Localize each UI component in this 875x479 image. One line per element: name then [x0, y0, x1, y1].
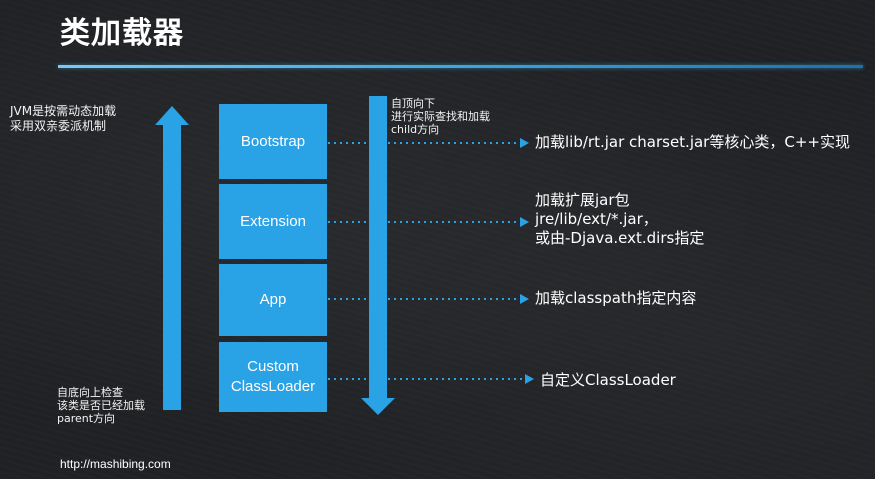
description-line: 加载lib/rt.jar charset.jar等核心类，C++实现 [535, 133, 850, 151]
note-line: child方向 [391, 123, 440, 136]
note-line: 进行实际查找和加载 [391, 110, 490, 123]
loader-label: Custom [247, 358, 299, 375]
note-bottom-up-check: 自底向上检查 该类是否已经加载 parent方向 [57, 386, 145, 425]
description-app: 加载classpath指定内容 [535, 289, 696, 308]
note-line: 自顶向下 [391, 97, 435, 110]
note-line: JVM是按需动态加载 [10, 104, 117, 118]
description-line: 自定义ClassLoader [540, 371, 676, 389]
arrowhead-icon [520, 294, 529, 304]
description-line: 加载classpath指定内容 [535, 289, 697, 307]
description-line: jre/lib/ext/*.jar， [535, 210, 658, 228]
down-arrow [361, 96, 395, 415]
description-line: 或由-Djava.ext.dirs指定 [535, 229, 705, 247]
source-url: http://mashibing.com [60, 457, 171, 471]
note-line: 该类是否已经加载 [57, 399, 145, 412]
note-line: 自底向上检查 [57, 386, 123, 399]
loader-label: Extension [240, 212, 306, 230]
arrowhead-icon [520, 138, 529, 148]
up-arrow [155, 106, 189, 410]
description-custom: 自定义ClassLoader [540, 371, 676, 390]
loader-label: App [259, 291, 287, 308]
note-parent-delegation: JVM是按需动态加载 采用双亲委派机制 [10, 104, 116, 134]
description-bootstrap: 加载lib/rt.jar charset.jar等核心类，C++实现 [535, 133, 850, 152]
arrowhead-icon [520, 217, 529, 227]
loader-bootstrap: Bootstrap [219, 104, 327, 179]
title-divider [58, 65, 863, 68]
description-extension: 加载扩展jar包 jre/lib/ext/*.jar， 或由-Djava.ext… [535, 191, 704, 248]
loader-label: ClassLoader [230, 378, 316, 395]
loader-custom: Custom ClassLoader [219, 342, 327, 412]
loader-app: App [219, 264, 327, 336]
note-line: parent方向 [57, 412, 116, 425]
note-top-down-load: 自顶向下 进行实际查找和加载 child方向 [391, 97, 490, 136]
page-title: 类加载器 [60, 16, 184, 51]
loader-extension: Extension [219, 184, 327, 259]
note-line: 采用双亲委派机制 [10, 119, 107, 133]
loader-label: Bootstrap [240, 132, 306, 150]
arrowhead-icon [525, 374, 534, 384]
description-line: 加载扩展jar包 [535, 191, 630, 209]
